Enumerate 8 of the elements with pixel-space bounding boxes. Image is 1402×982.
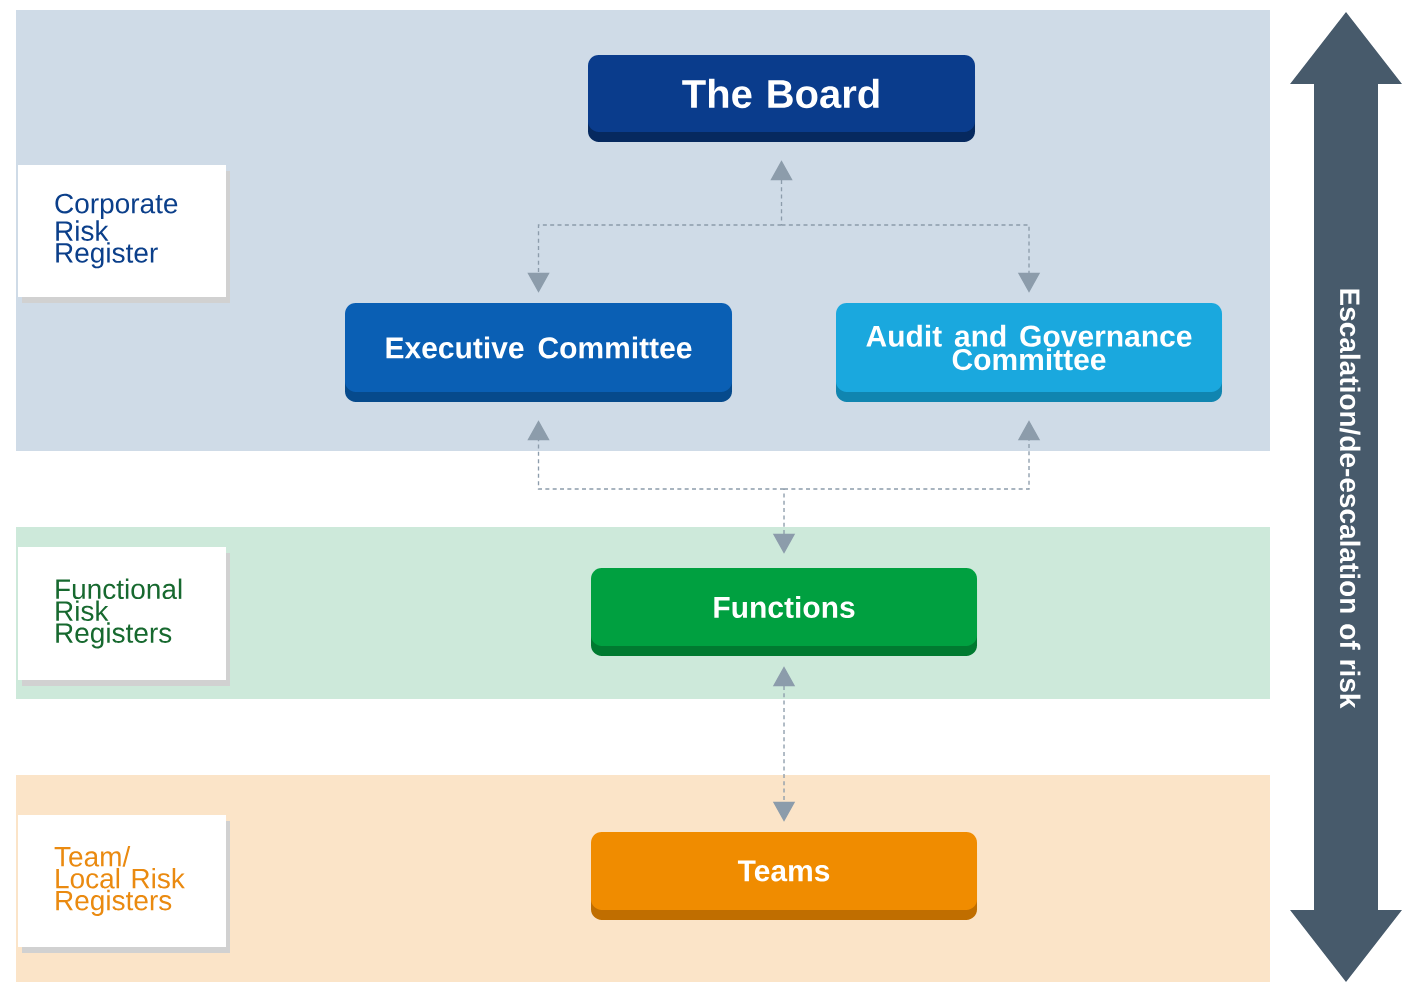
committee-box: The Board bbox=[588, 55, 975, 142]
register-label: Functional Risk Registers bbox=[18, 547, 230, 686]
committee-box: Audit and Governance Committee bbox=[836, 303, 1222, 402]
committee-box: Functions bbox=[591, 568, 977, 656]
register-label: Team/ Local Risk Registers bbox=[18, 815, 230, 953]
committee-box: Teams bbox=[591, 832, 977, 920]
register-label: Corporate Risk Register bbox=[18, 165, 230, 303]
committee-box: Executive Committee bbox=[345, 303, 732, 402]
